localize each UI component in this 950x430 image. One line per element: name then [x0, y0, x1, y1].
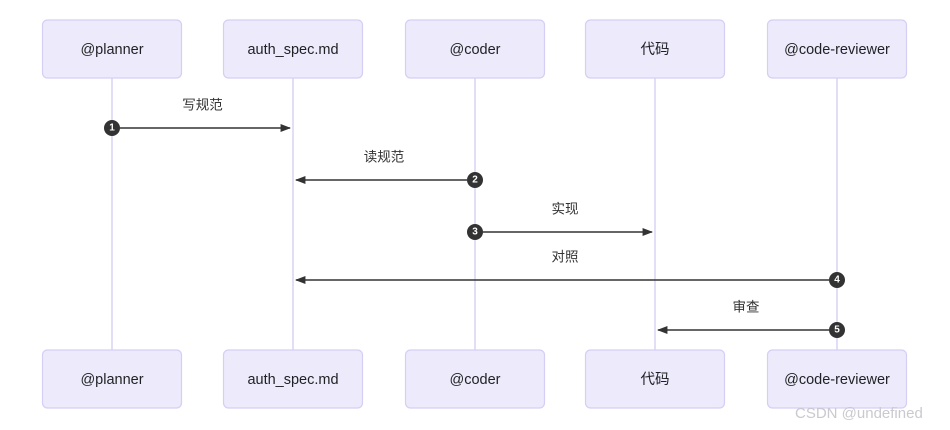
actor-top-auth_spec[interactable]: auth_spec.md [222, 19, 364, 79]
actor-bottom-planner[interactable]: @planner [41, 349, 183, 409]
actor-box-coder[interactable] [404, 19, 546, 79]
sequence-badge-label-2: 2 [472, 175, 478, 186]
actor-box-code_reviewer[interactable] [766, 349, 908, 409]
actor-box-code_reviewer[interactable] [766, 19, 908, 79]
actor-box-coder[interactable] [404, 349, 546, 409]
message-label-2: 读规范 [364, 150, 405, 165]
actor-label-code: 代码 [641, 41, 670, 58]
csdn-watermark: CSDN @undefined [795, 405, 923, 422]
actor-bottom-coder[interactable]: @coder [404, 349, 546, 409]
message-4[interactable]: 对照 4 [294, 250, 845, 288]
message-label-3: 实现 [552, 202, 579, 217]
message-label-4: 对照 [552, 250, 579, 265]
actor-label-auth_spec: auth_spec.md [247, 372, 338, 388]
sequence-badge-label-4: 4 [834, 275, 840, 286]
actor-label-coder: @coder [450, 42, 501, 58]
actors-bottom-layer: @planner auth_spec.md @coder 代码 @code-review… [41, 349, 908, 409]
lifelines-layer [111, 78, 838, 350]
actor-label-code_reviewer: @code-reviewer [784, 42, 890, 58]
actor-label-planner: @planner [80, 42, 143, 58]
actor-box-auth_spec[interactable] [222, 19, 364, 79]
actor-top-coder[interactable]: @coder [404, 19, 546, 79]
actor-box-code[interactable] [584, 19, 726, 79]
message-3[interactable]: 实现 3 [467, 202, 654, 240]
sequence-badge-3 [467, 224, 483, 240]
actor-label-code_reviewer: @code-reviewer [784, 372, 890, 388]
message-label-1: 写规范 [182, 98, 223, 113]
actor-label-code: 代码 [641, 371, 670, 388]
messages-layer: 写规范 1 读规范 2 实现 3 对照 4 审查 5 [104, 98, 845, 338]
message-1[interactable]: 写规范 1 [104, 98, 292, 136]
message-2[interactable]: 读规范 2 [294, 150, 483, 188]
sequence-badge-1 [104, 120, 120, 136]
actor-top-planner[interactable]: @planner [41, 19, 183, 79]
message-5[interactable]: 审查 5 [656, 300, 845, 338]
actors-top-layer: @planner auth_spec.md @coder 代码 @code-review… [41, 19, 908, 79]
actor-top-code[interactable]: 代码 [584, 19, 726, 79]
sequence-badge-5 [829, 322, 845, 338]
sequence-badge-label-3: 3 [472, 227, 478, 238]
actor-top-code_reviewer[interactable]: @code-reviewer [766, 19, 908, 79]
sequence-badge-label-1: 1 [109, 123, 115, 134]
actor-box-auth_spec[interactable] [222, 349, 364, 409]
sequence-badge-4 [829, 272, 845, 288]
actor-box-planner[interactable] [41, 349, 183, 409]
actor-label-planner: @planner [80, 372, 143, 388]
actor-bottom-auth_spec[interactable]: auth_spec.md [222, 349, 364, 409]
actor-box-code[interactable] [584, 349, 726, 409]
actor-bottom-code[interactable]: 代码 [584, 349, 726, 409]
actor-label-auth_spec: auth_spec.md [247, 42, 338, 58]
actor-bottom-code_reviewer[interactable]: @code-reviewer [766, 349, 908, 409]
actor-label-coder: @coder [450, 372, 501, 388]
actor-box-planner[interactable] [41, 19, 183, 79]
sequence-badge-2 [467, 172, 483, 188]
sequence-badge-label-5: 5 [834, 325, 840, 336]
message-label-5: 审查 [733, 300, 761, 315]
